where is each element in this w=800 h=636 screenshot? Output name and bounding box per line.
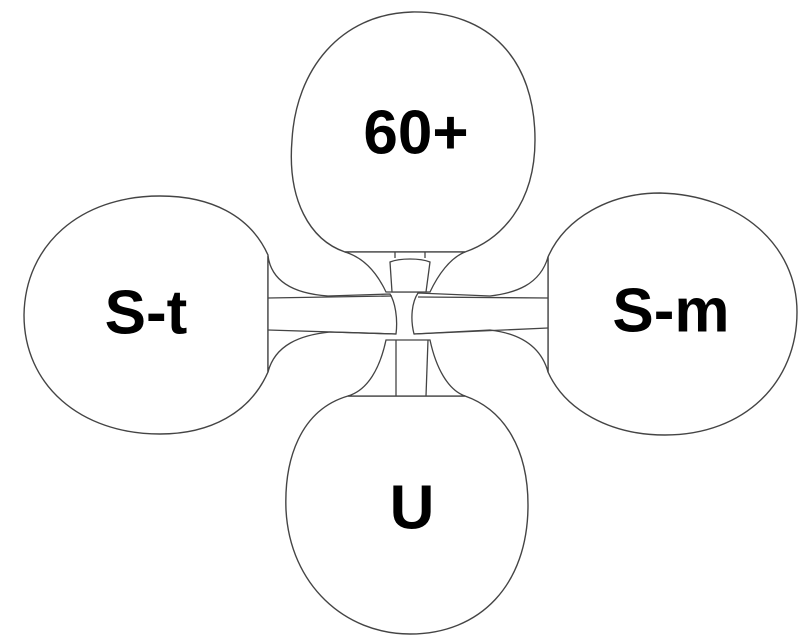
right-neck-divider-bottom — [413, 327, 549, 335]
left-neck-divider-bottom — [267, 329, 397, 335]
bottom-neck — [347, 339, 466, 397]
left-neck-divider-top — [267, 295, 393, 299]
bottom-neck-line-right — [425, 339, 429, 397]
right-neck — [411, 256, 549, 373]
top-lobe — [290, 11, 536, 253]
left-lobe — [23, 195, 269, 435]
bottom-lobe — [285, 395, 529, 635]
bottom-lobe-label: U — [390, 474, 435, 543]
left-lobe-label: S-t — [105, 279, 188, 348]
right-lobe-label: S-m — [612, 277, 729, 346]
right-neck-divider-top — [417, 296, 549, 299]
right-lobe — [547, 192, 798, 436]
top-neck-inner — [389, 258, 431, 293]
left-neck — [267, 255, 398, 373]
top-lobe-label: 60+ — [363, 99, 468, 168]
